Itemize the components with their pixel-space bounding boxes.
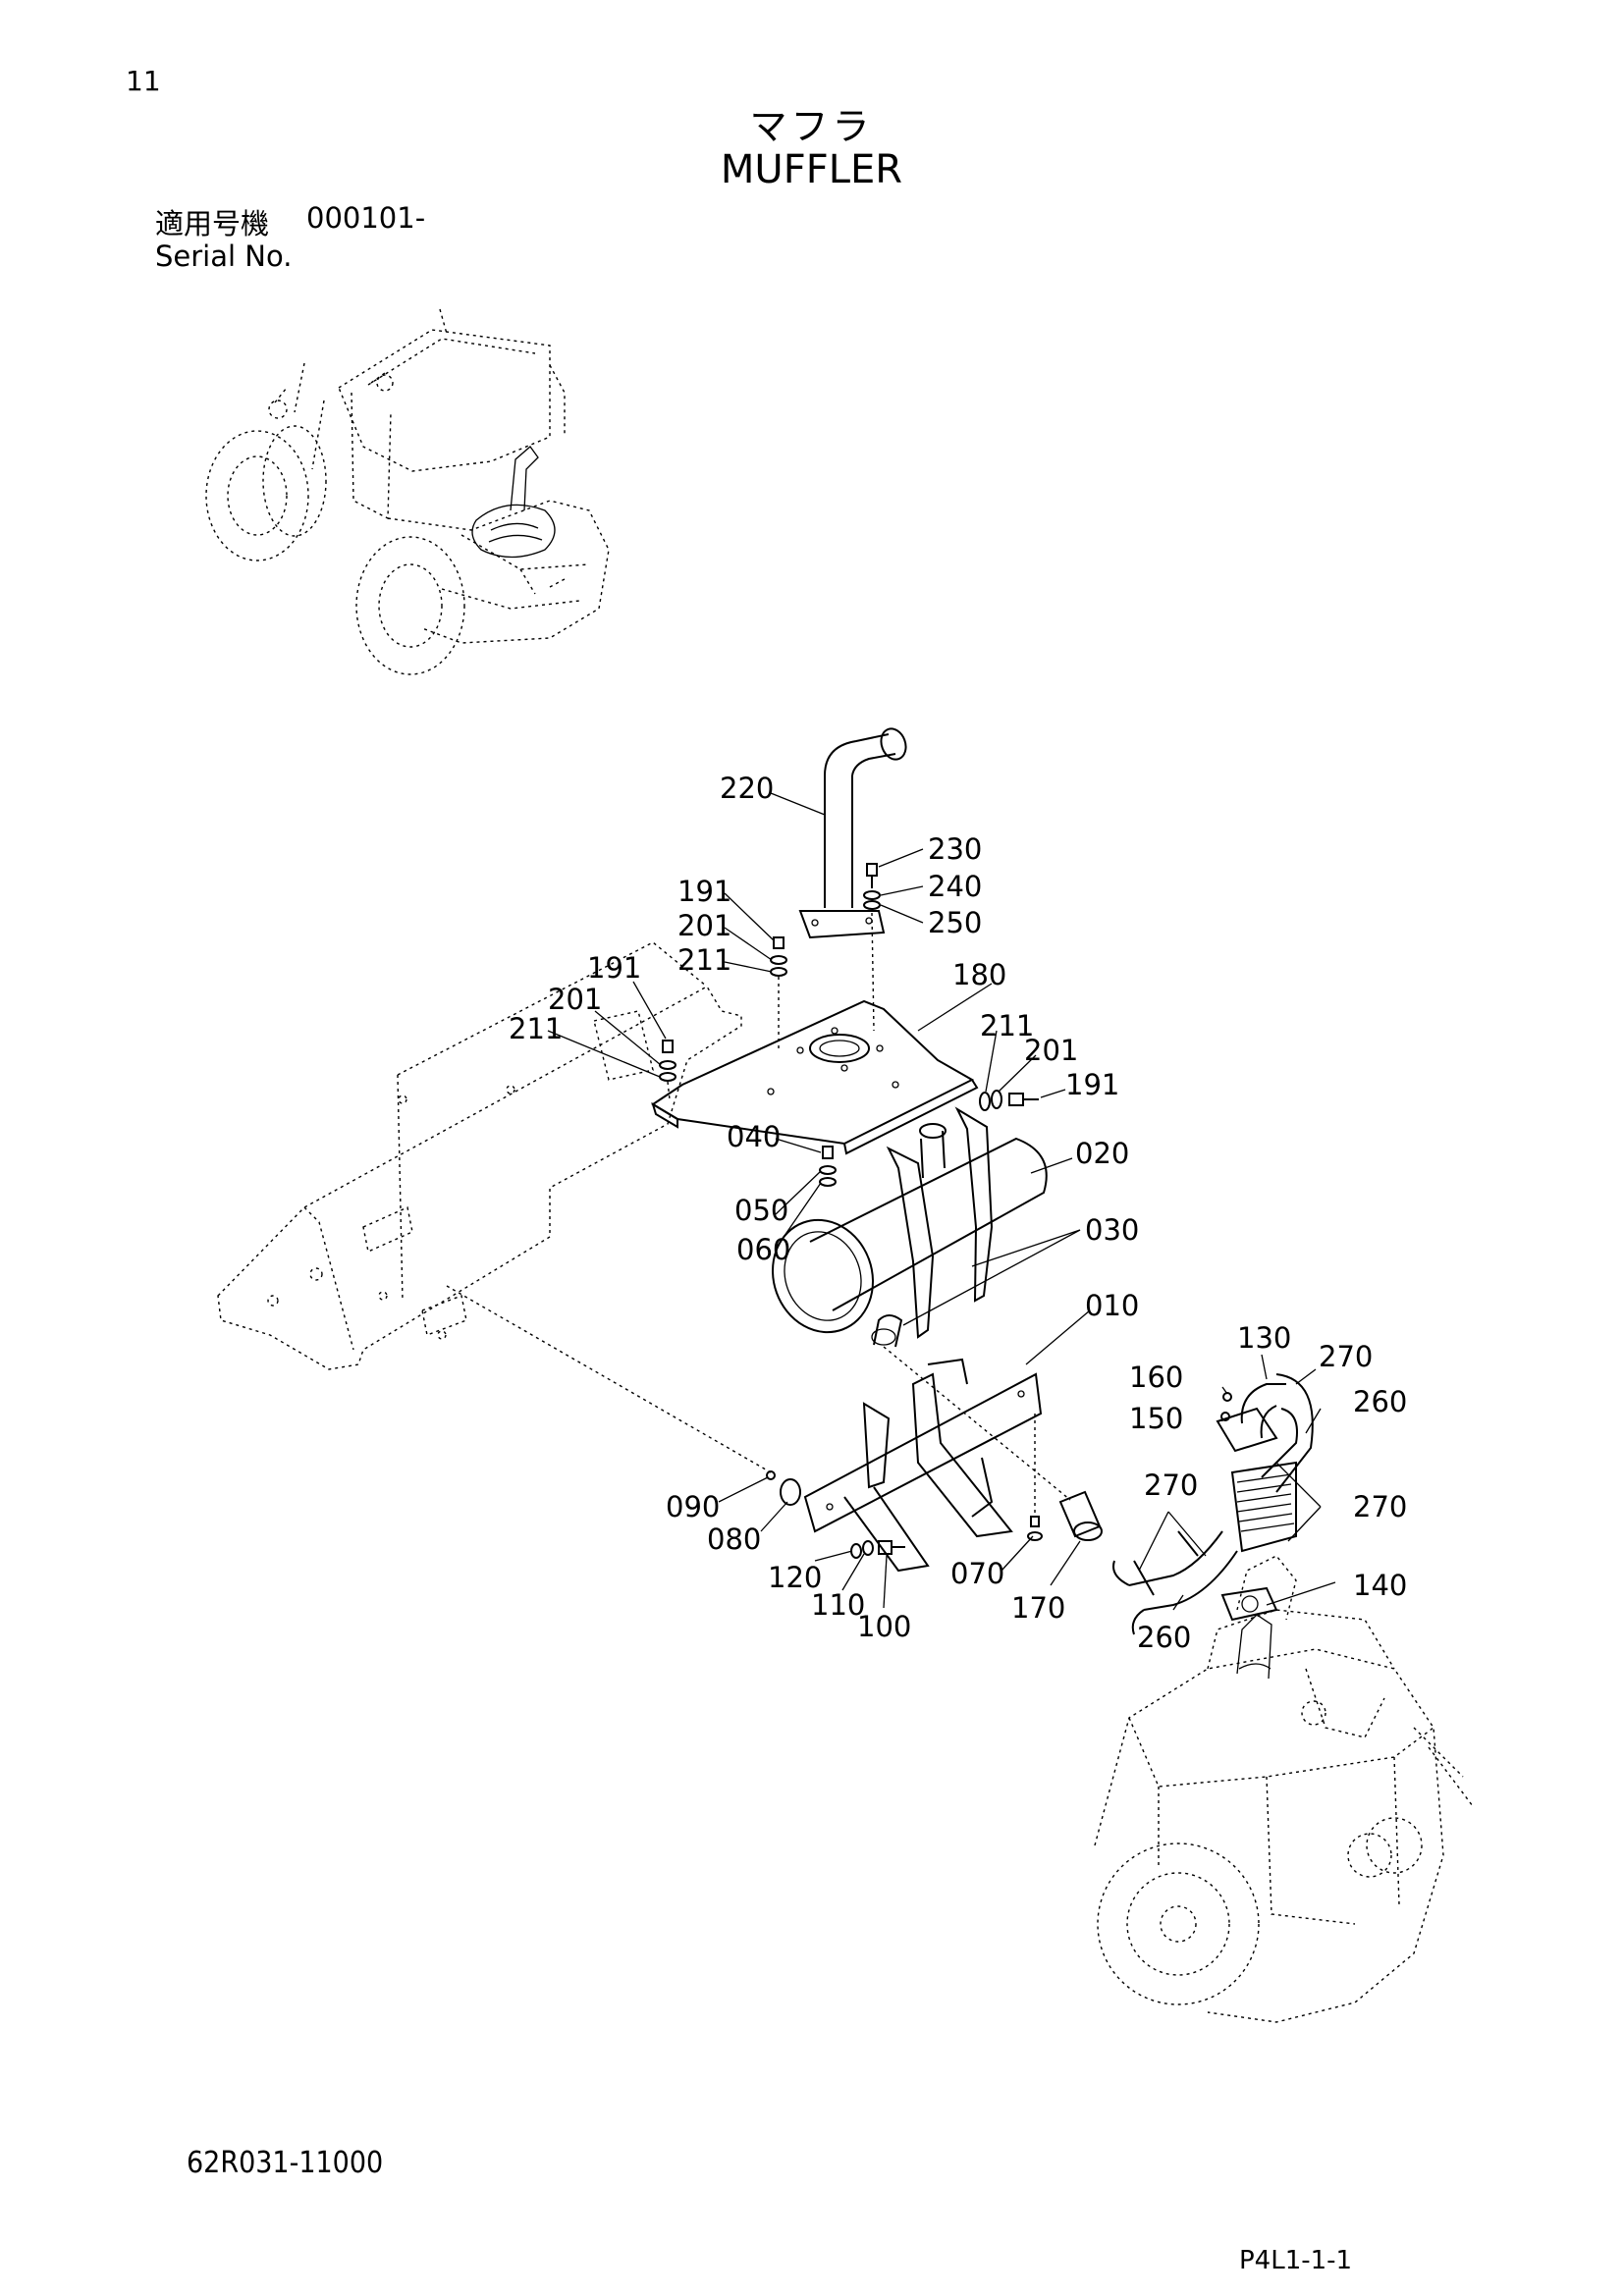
label-191: 191 [587,951,641,985]
label-211: 211 [509,1012,563,1045]
cover-plate-180 [651,999,979,1155]
label-020: 020 [1075,1137,1129,1170]
leader-lines [547,792,1336,1611]
mounting-frame [217,941,742,1370]
label-201: 201 [1024,1034,1078,1067]
label-230: 230 [928,832,982,866]
document-code: 62R031-11000 [187,2146,384,2180]
label-030: 030 [1085,1213,1139,1247]
label-100: 100 [857,1610,911,1643]
label-201: 201 [548,983,602,1016]
label-191: 191 [677,875,731,908]
label-250: 250 [928,906,982,939]
serial-label-english: Serial No. [155,240,293,273]
label-060: 060 [736,1233,790,1266]
label-140: 140 [1353,1569,1407,1602]
part-labels: 220 230 240 250 191 201 211 191 201 211 … [509,772,1407,1654]
label-270: 270 [1144,1468,1198,1502]
label-070: 070 [950,1557,1004,1590]
label-180: 180 [952,958,1006,991]
label-050: 050 [734,1194,788,1227]
muffler-bracket-010 [803,1358,1043,1573]
hardware-bolts-washers [659,863,1232,1559]
label-080: 080 [707,1522,761,1556]
label-090: 090 [666,1490,720,1523]
label-270: 270 [1319,1340,1373,1373]
tail-pipe-220 [798,727,907,939]
serial-label-japanese: 適用号機 [155,207,270,240]
serial-number-range: 000101- [306,201,426,235]
label-150: 150 [1129,1402,1183,1435]
label-160: 160 [1129,1361,1183,1394]
label-130: 130 [1237,1321,1291,1355]
label-260: 260 [1137,1621,1191,1654]
muffler-020 [771,1106,1048,1348]
label-260: 260 [1353,1385,1407,1418]
label-211: 211 [980,1009,1034,1042]
label-110: 110 [811,1588,865,1622]
label-191: 191 [1065,1068,1119,1101]
title-english: MUFFLER [720,147,903,192]
label-211: 211 [677,943,731,977]
label-170: 170 [1011,1591,1065,1625]
exhaust-pipe-assembly [1058,1373,1314,1635]
label-120: 120 [768,1561,822,1594]
page-code: P4L1-1-1 [1239,2246,1353,2275]
label-270: 270 [1353,1490,1407,1523]
engine-illustration [1094,1555,1474,2023]
title-japanese: マフラ [749,105,874,148]
machine-overview-illustration [205,308,610,675]
label-040: 040 [727,1120,781,1153]
label-220: 220 [720,772,774,805]
assembly-guide-lines [446,912,1071,1517]
label-240: 240 [928,870,982,903]
page-number: 11 [126,65,161,97]
label-010: 010 [1085,1289,1139,1322]
label-201: 201 [677,909,731,942]
